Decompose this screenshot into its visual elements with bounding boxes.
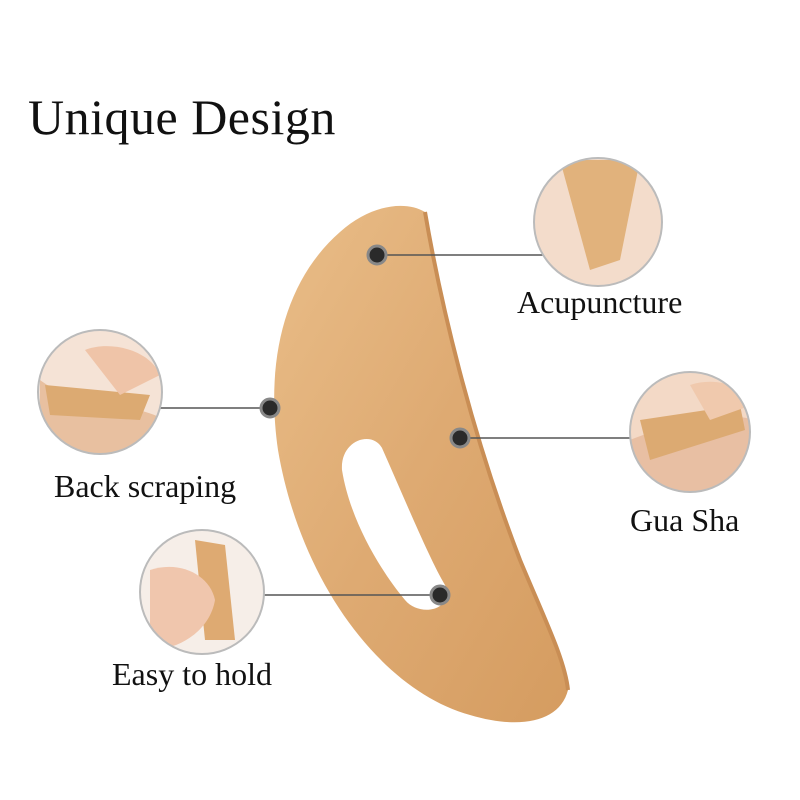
feature-label-back-scraping: Back scraping <box>54 468 237 504</box>
marker-dots <box>259 244 471 606</box>
wooden-scraper-tool <box>274 205 568 723</box>
hand-grip-photo-icon <box>139 529 265 655</box>
feature-label-easy-to-hold: Easy to hold <box>112 656 272 692</box>
back-scraping-photo-icon <box>37 329 163 455</box>
acupuncture-photo-icon <box>533 157 663 287</box>
feature-label-gua-sha: Gua Sha <box>630 502 740 538</box>
gua-sha-photo-icon <box>629 371 751 493</box>
feature-label-acupuncture: Acupuncture <box>517 284 683 320</box>
page-title: Unique Design <box>28 89 336 145</box>
